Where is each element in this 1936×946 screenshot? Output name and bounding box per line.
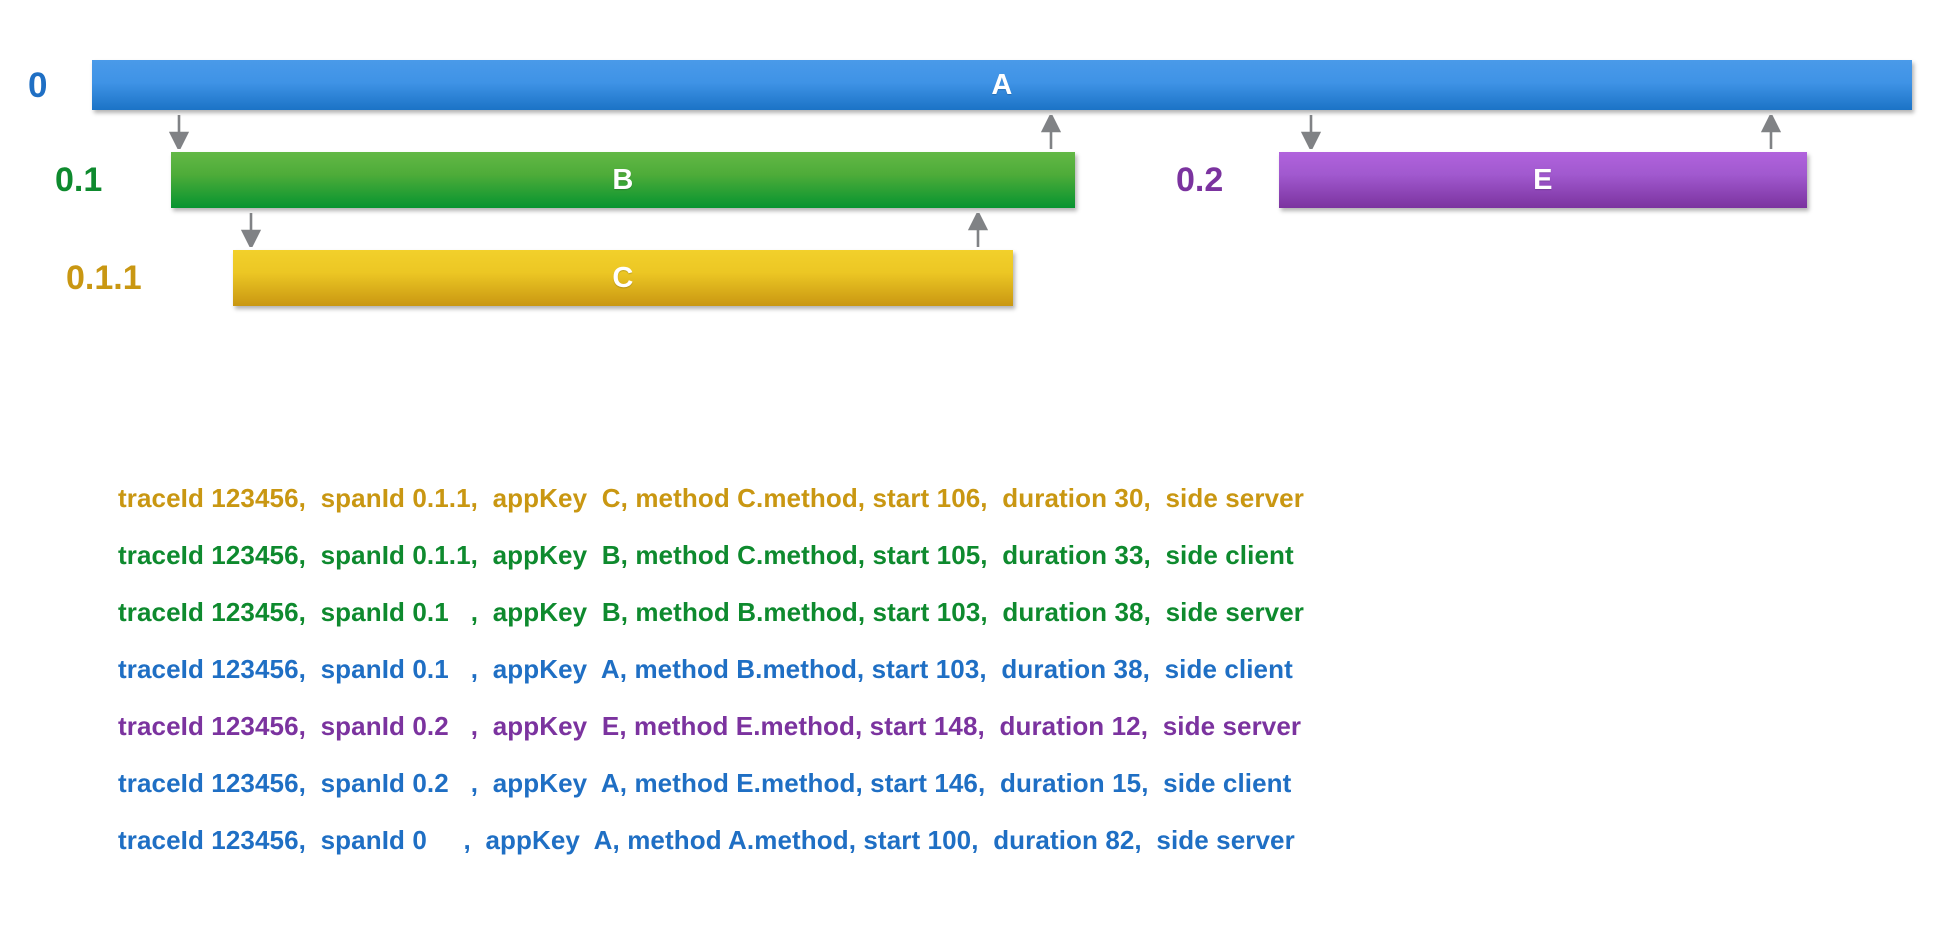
span-label-0-2: 0.2: [1176, 161, 1224, 199]
span-log-list: traceId 123456, spanId 0.1.1, appKey C, …: [118, 470, 1818, 869]
span-label-0-1: 0.1: [55, 161, 103, 199]
span-bar-e-label: E: [1533, 163, 1553, 196]
span-bar-c-label: C: [612, 261, 634, 294]
log-line: traceId 123456, spanId 0.1 , appKey B, m…: [118, 597, 1304, 627]
arrow-down-b-to-c-icon: [240, 213, 262, 247]
arrow-down-a-to-b-icon: [168, 115, 190, 149]
span-bar-a[interactable]: A: [92, 60, 1912, 110]
arrow-up-e-to-a-icon: [1760, 115, 1782, 149]
span-bar-b-label: B: [612, 163, 634, 196]
log-line: traceId 123456, spanId 0.2 , appKey E, m…: [118, 711, 1302, 741]
log-line: traceId 123456, spanId 0.1.1, appKey C, …: [118, 483, 1304, 513]
span-bar-c[interactable]: C: [233, 250, 1013, 306]
span-bar-a-label: A: [991, 68, 1013, 101]
log-line: traceId 123456, spanId 0.2 , appKey A, m…: [118, 768, 1292, 798]
span-label-0-1-1: 0.1.1: [66, 259, 142, 297]
arrow-up-b-to-a-icon: [1040, 115, 1062, 149]
arrow-down-a-to-e-icon: [1300, 115, 1322, 149]
span-label-0: 0: [28, 66, 48, 105]
log-line: traceId 123456, spanId 0.1.1, appKey B, …: [118, 540, 1294, 570]
log-line: traceId 123456, spanId 0 , appKey A, met…: [118, 825, 1295, 855]
arrow-up-c-to-b-icon: [967, 213, 989, 247]
span-bar-b[interactable]: B: [171, 152, 1075, 208]
span-bar-e[interactable]: E: [1279, 152, 1807, 208]
log-line: traceId 123456, spanId 0.1 , appKey A, m…: [118, 654, 1293, 684]
